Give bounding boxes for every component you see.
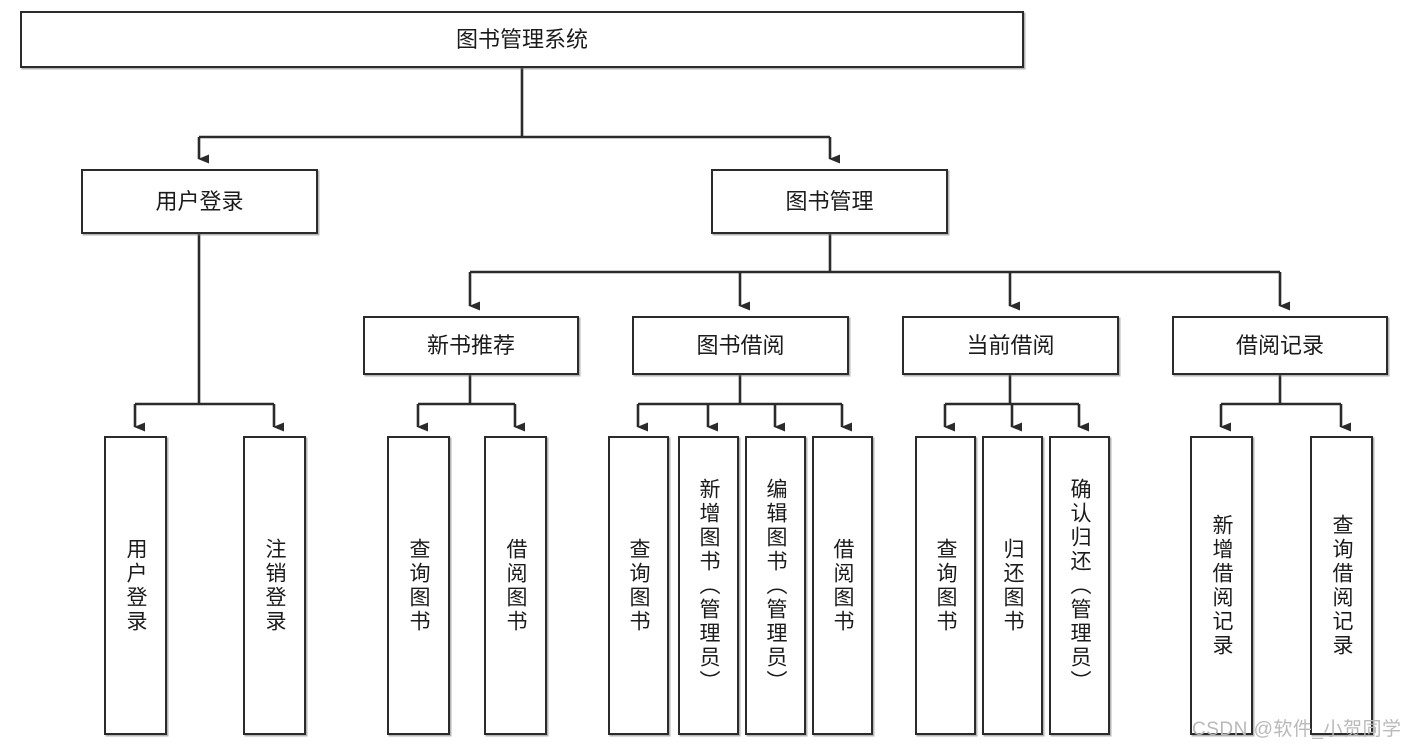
node-book-management[interactable]: 图书管理	[711, 169, 948, 234]
csdn-watermark: CSDN @软件_小贺同学	[1192, 719, 1402, 740]
node-leaf-query-book-borrow[interactable]: 查询图书	[608, 436, 669, 735]
node-leaf-query-book-borrow-label: 查询图书	[627, 537, 650, 634]
node-leaf-logout-label: 注销登录	[263, 537, 286, 634]
node-leaf-return-book[interactable]: 归还图书	[982, 436, 1043, 735]
node-book-borrowing[interactable]: 图书借阅	[632, 316, 849, 375]
node-leaf-add-book-admin[interactable]: 新增图书（管理员）	[678, 436, 739, 735]
node-leaf-user-login[interactable]: 用户登录	[104, 436, 167, 735]
node-new-book-recommendation[interactable]: 新书推荐	[363, 316, 579, 375]
node-leaf-query-borrow-record[interactable]: 查询借阅记录	[1310, 436, 1373, 735]
node-leaf-query-book-rec[interactable]: 查询图书	[387, 436, 450, 735]
node-leaf-add-borrow-record[interactable]: 新增借阅记录	[1190, 436, 1253, 735]
node-leaf-borrow-book[interactable]: 借阅图书	[812, 436, 873, 735]
node-leaf-borrow-book-rec[interactable]: 借阅图书	[484, 436, 547, 735]
node-leaf-query-borrow-record-label: 查询借阅记录	[1330, 513, 1353, 658]
node-leaf-user-login-label: 用户登录	[124, 537, 147, 634]
node-leaf-query-book-current[interactable]: 查询图书	[915, 436, 976, 735]
node-new-book-recommendation-label: 新书推荐	[426, 332, 515, 358]
node-leaf-borrow-book-label: 借阅图书	[831, 537, 854, 634]
node-leaf-add-borrow-record-label: 新增借阅记录	[1210, 513, 1233, 658]
node-leaf-return-book-label: 归还图书	[1001, 537, 1024, 634]
node-leaf-confirm-return-admin-label: 确认归还（管理员）	[1068, 477, 1091, 694]
node-borrowing-record[interactable]: 借阅记录	[1172, 316, 1388, 375]
node-book-management-label: 图书管理	[785, 188, 874, 214]
node-leaf-borrow-book-rec-label: 借阅图书	[504, 537, 527, 634]
node-leaf-edit-book-admin[interactable]: 编辑图书（管理员）	[745, 436, 806, 735]
node-leaf-edit-book-admin-label: 编辑图书（管理员）	[764, 477, 787, 694]
node-leaf-query-book-current-label: 查询图书	[934, 537, 957, 634]
node-user-login-label: 用户登录	[155, 188, 244, 214]
node-leaf-confirm-return-admin[interactable]: 确认归还（管理员）	[1049, 436, 1110, 735]
node-current-borrowing[interactable]: 当前借阅	[902, 316, 1119, 375]
node-current-borrowing-label: 当前借阅	[966, 332, 1055, 358]
node-root-system[interactable]: 图书管理系统	[20, 11, 1024, 68]
node-leaf-logout[interactable]: 注销登录	[243, 436, 306, 735]
node-root-system-label: 图书管理系统	[455, 26, 588, 52]
node-leaf-query-book-rec-label: 查询图书	[407, 537, 430, 634]
node-book-borrowing-label: 图书借阅	[696, 332, 785, 358]
node-leaf-add-book-admin-label: 新增图书（管理员）	[697, 477, 720, 694]
node-borrowing-record-label: 借阅记录	[1235, 332, 1324, 358]
node-user-login[interactable]: 用户登录	[81, 169, 318, 234]
